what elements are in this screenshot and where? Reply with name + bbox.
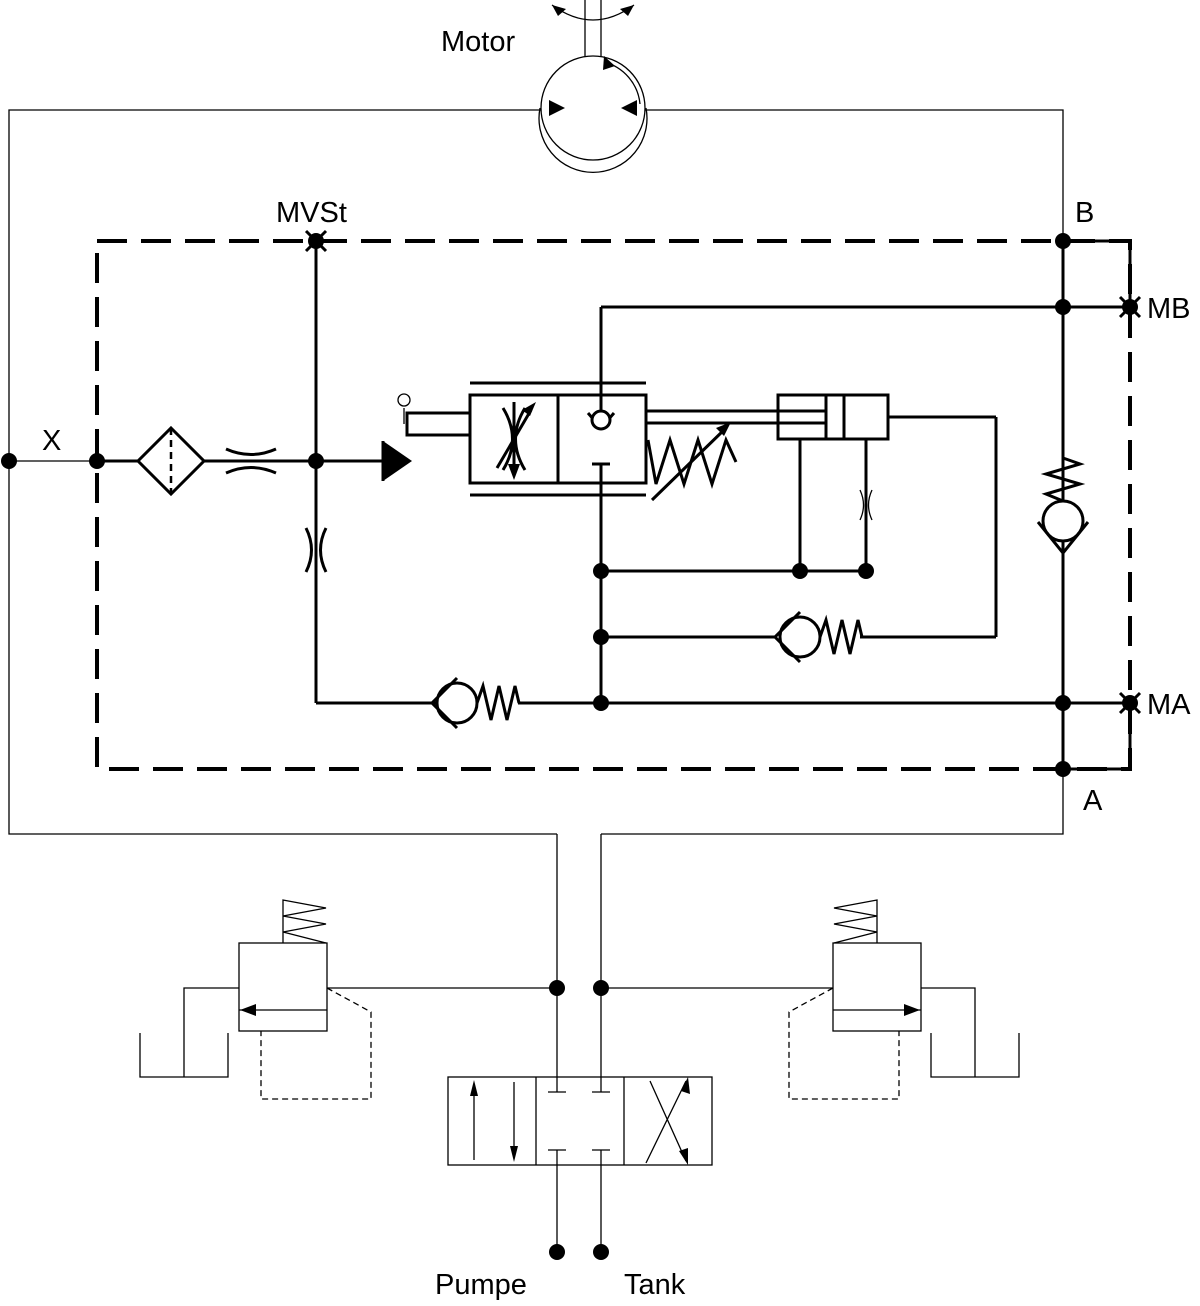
pump-connection-point (549, 1244, 565, 1260)
measuring-point-mb (1118, 295, 1142, 319)
mb-label: MB (1147, 293, 1191, 325)
b-port-label: B (1075, 197, 1094, 229)
tank-connection-point (593, 1244, 609, 1260)
a-port-label: A (1083, 785, 1103, 817)
orifice-cylinder-branch (859, 489, 873, 521)
junction-dots (1, 233, 1071, 777)
pressure-relief-valve-left (139, 899, 372, 1100)
ma-label: MA (1147, 689, 1191, 721)
directional-control-valve (447, 1076, 713, 1166)
check-valve-main (429, 676, 521, 730)
pressure-relief-valve-right (788, 899, 1020, 1100)
mvst-label: MVSt (276, 197, 347, 229)
proportional-valve (468, 381, 648, 497)
orifice-horizontal (225, 447, 277, 475)
check-valve-bypass (1036, 456, 1090, 556)
check-valve-feedback (772, 610, 864, 664)
x-port-label: X (42, 425, 61, 457)
control-cylinder (646, 393, 890, 441)
hydraulic-motor (538, 0, 648, 173)
adjustable-spring (646, 422, 738, 502)
measuring-point-mvst (304, 229, 328, 253)
valve-block-boundary (95, 239, 1132, 771)
motor-label: Motor (441, 26, 515, 58)
filter (135, 425, 207, 497)
port-lines-right (1063, 239, 1132, 771)
lower-circuit-lines (327, 834, 833, 1252)
orifice-vertical (304, 527, 328, 573)
pumpe-label: Pumpe (435, 1269, 527, 1301)
pilot-actuator (381, 393, 472, 481)
measuring-point-ma (1118, 691, 1142, 715)
internal-lines (97, 241, 1130, 769)
tank-label: Tank (624, 1269, 686, 1301)
